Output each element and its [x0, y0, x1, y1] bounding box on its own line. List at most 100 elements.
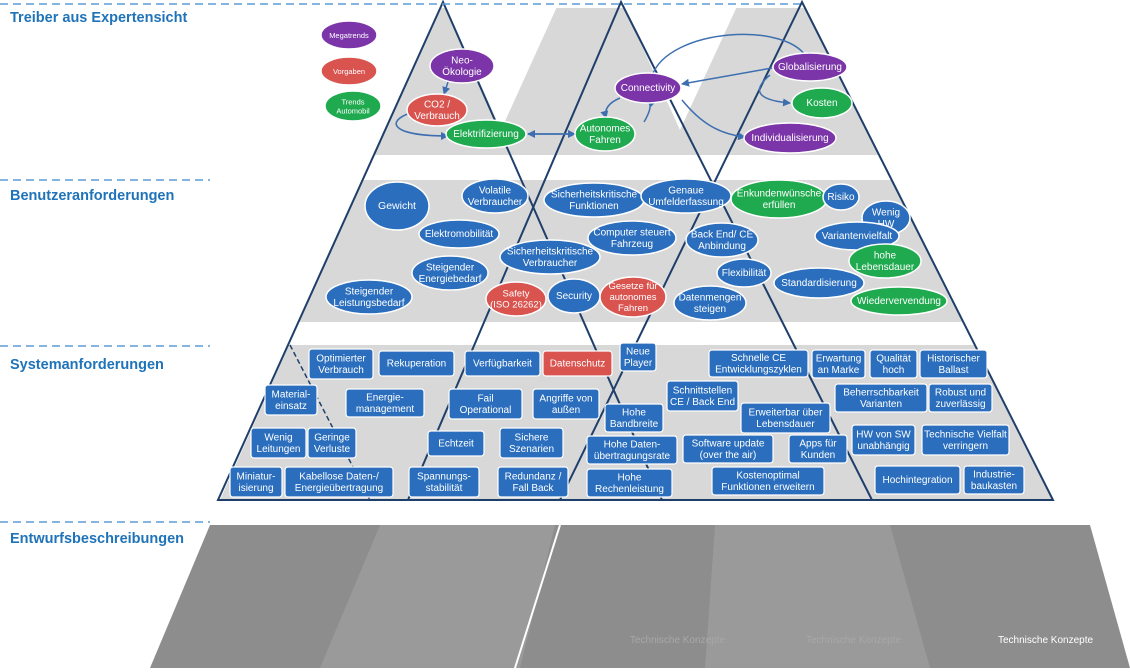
- node-datenschutz-label: Datenschutz: [550, 358, 606, 369]
- node-angriffe-shape: [532, 388, 600, 420]
- node-standardisierung-shape: [773, 267, 865, 299]
- node-beherrschbarkeit-shape: [834, 383, 928, 413]
- node-spannungsstabilitaet-label: Spannungs-stabilität: [417, 471, 471, 494]
- node-variantenvielfalt-label: Variantenvielfalt: [822, 231, 893, 242]
- node-technische-vielfalt-shape: [921, 424, 1010, 456]
- node-wiederverwendung-shape: [850, 286, 948, 316]
- node-energiemanagement-label: Energie-management: [356, 392, 415, 415]
- node-datenmengen-shape: [673, 285, 747, 321]
- design-concept-label-3: Technische Konzepte: [998, 635, 1094, 646]
- node-geringe-verluste-shape: [307, 427, 357, 459]
- level-treiber-heading: Treiber aus Expertensicht: [10, 10, 187, 26]
- node-erweiterbar-shape: [740, 402, 831, 434]
- node-co2: CO2 /Verbrauch: [406, 93, 468, 127]
- node-security-label: Security: [556, 291, 592, 302]
- node-optimierter-shape: [308, 348, 374, 380]
- node-robust-shape: [928, 383, 993, 413]
- node-echtzeit: Echtzeit: [427, 430, 485, 457]
- node-flexibilitaet-shape: [716, 258, 772, 288]
- node-datenschutz-shape: [542, 350, 613, 377]
- node-globalisierung: Globalisierung: [772, 52, 848, 82]
- node-miniaturisierung: Miniatur-isierung: [229, 466, 283, 498]
- node-software-update-shape: [682, 434, 774, 464]
- node-rekuperation-label: Rekuperation: [387, 358, 446, 369]
- node-kabellose-shape: [284, 466, 394, 498]
- node-risiko-shape: [822, 183, 860, 211]
- node-wiederverwendung: Wiedervervendung: [850, 286, 948, 316]
- node-neue-player-shape: [619, 342, 657, 372]
- node-safety-shape: [485, 281, 547, 317]
- node-fail-op-shape: [448, 388, 523, 420]
- node-erwartung-shape: [811, 349, 866, 379]
- node-megatrends-label: Megatrends: [329, 31, 369, 40]
- level-system-heading: Systemanforderungen: [10, 357, 164, 373]
- node-qualitaet-shape: [869, 349, 918, 379]
- node-hohe-lebensdauer-shape: [848, 243, 922, 279]
- node-neo-oekologie-shape: [429, 48, 495, 84]
- node-sichere-szenarien-shape: [499, 427, 564, 459]
- node-industriebaukasten-label: Industrie-baukasten: [971, 469, 1017, 492]
- design-plane: Technische Konzepte Technische Konzepte …: [150, 524, 1130, 669]
- node-volatile-shape: [461, 178, 529, 214]
- node-computer-steuert-shape: [587, 220, 677, 256]
- node-kosten-label: Kosten: [806, 98, 837, 109]
- node-wiederverwendung-label: Wiedervervendung: [857, 296, 941, 307]
- node-material: Material-einsatz: [264, 384, 318, 416]
- node-megatrends: Megatrends: [320, 20, 378, 50]
- node-elektromobilitaet: Elektromobilität: [418, 219, 500, 249]
- node-miniaturisierung-label: Miniatur-isierung: [237, 471, 276, 494]
- node-miniaturisierung-shape: [229, 466, 283, 498]
- node-wenig-leitungen-shape: [250, 427, 307, 459]
- node-kostenoptimal-shape: [711, 466, 825, 496]
- node-software-update: Software update(over the air): [682, 434, 774, 464]
- node-backend-shape: [685, 222, 759, 258]
- design-concept-label-1: Technische Konzepte: [630, 635, 726, 646]
- node-sicherheitskritische-verbraucher-shape: [499, 239, 601, 275]
- node-kabellose-label: Kabellose Daten-/Energieübertragung: [295, 471, 383, 494]
- node-kosten: Kosten: [791, 87, 853, 119]
- node-globalisierung-label: Globalisierung: [778, 62, 842, 73]
- node-flexibilitaet: Flexibilität: [716, 258, 772, 288]
- node-risiko-label: Risiko: [827, 192, 855, 203]
- node-redundanz-shape: [497, 466, 569, 498]
- node-schnittstellen-shape: [666, 380, 739, 412]
- node-connectivity-label: Connectivity: [621, 83, 675, 94]
